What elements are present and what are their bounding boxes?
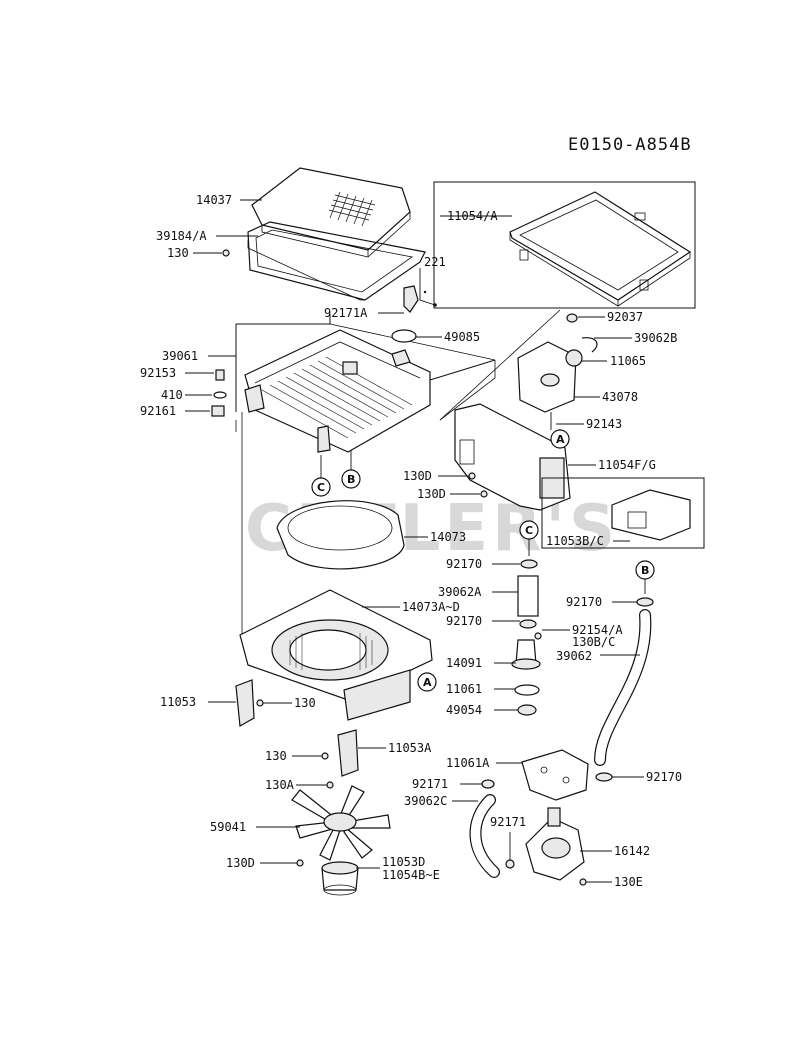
label-11061: 11061 (446, 682, 482, 696)
reservoir-cap-part (565, 349, 583, 367)
label-92154a: 92154/A (572, 623, 623, 637)
label-130d-3: 130D (226, 856, 255, 870)
label-11053: 11053 (160, 695, 196, 709)
label-130a: 130A (265, 778, 295, 792)
gasket-11061-part (514, 684, 540, 696)
svg-text:B: B (641, 564, 649, 577)
frame-inset-part (509, 191, 692, 307)
label-92143: 92143 (586, 417, 622, 431)
label-11053bc: 11053B/C (546, 534, 604, 548)
callout-b-2: B (635, 560, 655, 580)
label-130-top: 130 (167, 246, 189, 260)
label-410: 410 (161, 388, 183, 402)
label-11054fg: 11054F/G (598, 458, 656, 472)
part-labels: 14037 39184/A 130 221 92171A 11054/A 490… (140, 193, 682, 889)
callout-c-2: C (519, 520, 539, 540)
label-92153: 92153 (140, 366, 176, 380)
callout-c-1: C (311, 477, 331, 497)
label-49085: 49085 (444, 330, 480, 344)
label-11065: 11065 (610, 354, 646, 368)
water-pump-part (525, 807, 585, 881)
label-11053d: 11053D (382, 855, 425, 869)
bolt-130-part (222, 249, 230, 257)
label-49054: 49054 (446, 703, 482, 717)
inset-frame-box (433, 181, 696, 309)
fan-shroud-part (239, 589, 433, 721)
svg-text:A: A (423, 676, 432, 689)
label-92170-a: 92170 (446, 557, 482, 571)
radiator-cap-part (391, 329, 417, 343)
label-92171-c: 92171 (490, 815, 526, 829)
thermostat-49054-part (517, 704, 537, 716)
washer-410-part (213, 391, 227, 399)
label-130d-1: 130D (403, 469, 432, 483)
svg-text:C: C (525, 524, 533, 537)
label-39061: 39061 (162, 349, 198, 363)
label-11054be: 11054B~E (382, 868, 440, 882)
label-92170-b: 92170 (566, 595, 602, 609)
label-14073: 14073 (430, 530, 466, 544)
label-130e: 130E (614, 875, 643, 889)
label-92037: 92037 (607, 310, 643, 324)
svg-text:C: C (317, 481, 325, 494)
label-130-b: 130 (294, 696, 316, 710)
inset-bracket-box (541, 477, 705, 549)
clamp-92170-part (520, 559, 538, 569)
shroud-ring-part (276, 500, 405, 570)
label-39062a: 39062A (438, 585, 482, 599)
bracket-11053-part (235, 679, 255, 727)
hose-39062b-part (581, 337, 598, 353)
nut-92161-part (211, 405, 225, 417)
label-11061a: 11061A (446, 756, 490, 770)
label-14073ad: 14073A~D (402, 600, 460, 614)
label-92170-c: 92170 (446, 614, 482, 628)
label-130-c: 130 (265, 749, 287, 763)
label-92161: 92161 (140, 404, 176, 418)
fan-pulley-part (321, 861, 359, 896)
diagram-code: E0150-A854B (568, 135, 692, 155)
callout-a-1: A (550, 429, 570, 449)
label-11053a: 11053A (388, 741, 432, 755)
svg-text:B: B (347, 473, 355, 486)
pump-gasket-part (521, 749, 589, 801)
label-59041: 59041 (210, 820, 246, 834)
label-130bc: 130B/C (572, 635, 615, 649)
label-43078: 43078 (602, 390, 638, 404)
label-14037: 14037 (196, 193, 232, 207)
label-16142: 16142 (614, 844, 650, 858)
reservoir-tank-part (517, 341, 577, 413)
label-39062c: 39062C (404, 794, 447, 808)
callout-b-1: B (341, 469, 361, 489)
label-11054a: 11054/A (447, 209, 498, 223)
bolt-92153-part (215, 369, 225, 381)
fan-blade-part (291, 785, 391, 861)
label-39062: 39062 (556, 649, 592, 663)
callout-a-2: A (417, 672, 437, 692)
label-130d-2: 130D (417, 487, 446, 501)
bracket-inset-part (611, 489, 691, 541)
grille-icon (328, 191, 376, 227)
label-92171-b: 92171 (412, 777, 448, 791)
label-14091: 14091 (446, 656, 482, 670)
label-39184a: 39184/A (156, 229, 207, 243)
bracket-11053a-part (337, 729, 359, 777)
radiator-part (244, 329, 431, 453)
leader-lines (185, 199, 644, 883)
svg-text:A: A (556, 433, 565, 446)
label-221: 221 (424, 255, 446, 269)
label-39062b: 39062B (634, 331, 677, 345)
top-cover-part (247, 167, 437, 313)
label-92170-d: 92170 (646, 770, 682, 784)
label-92171a: 92171A (324, 306, 368, 320)
thermostat-housing-part (511, 639, 541, 670)
hose-39062a-part (517, 575, 539, 617)
